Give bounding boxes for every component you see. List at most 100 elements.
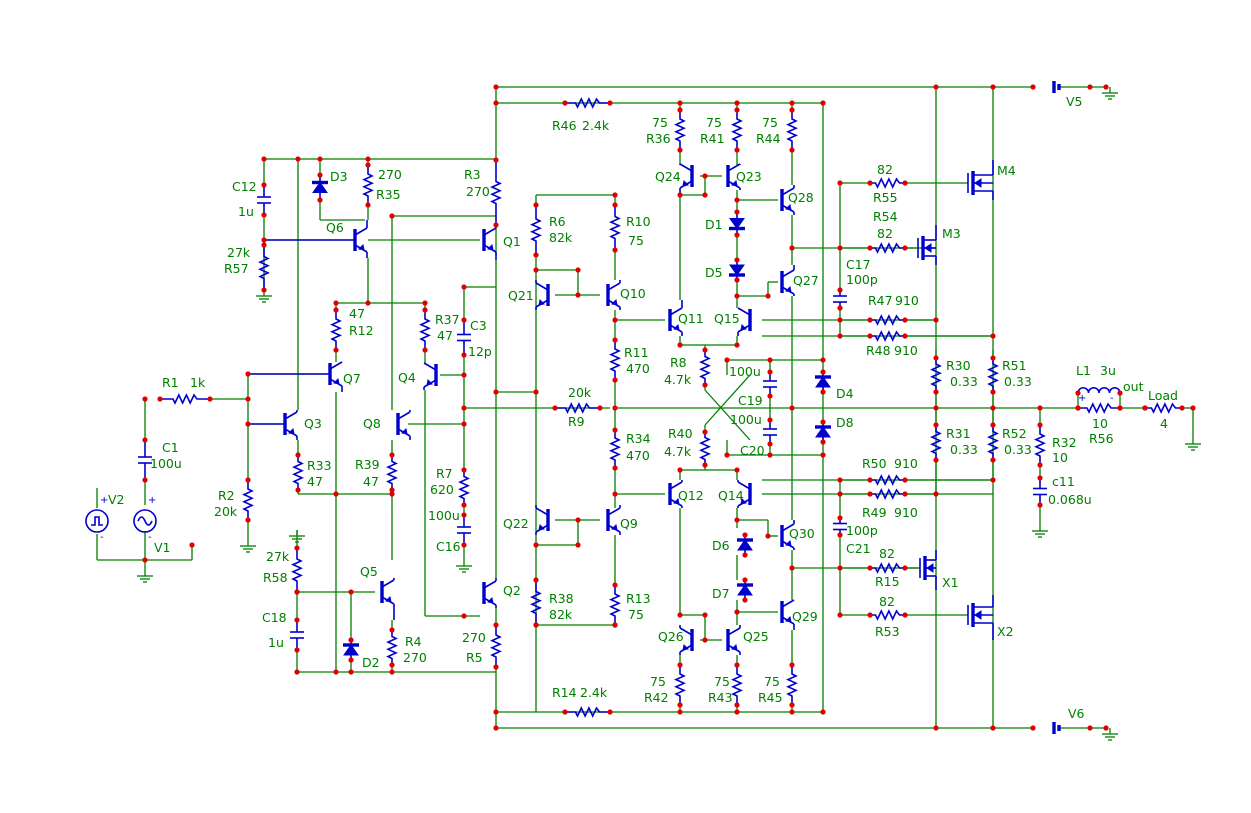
label-r39-value: 47 bbox=[363, 474, 379, 489]
transistor-q7 bbox=[248, 361, 343, 392]
junction-dot bbox=[612, 465, 618, 471]
junction-dot bbox=[333, 491, 339, 497]
label-r51-name: R51 bbox=[1002, 358, 1027, 373]
label-r35-name: R35 bbox=[376, 187, 401, 202]
label-r11-value: 470 bbox=[626, 361, 650, 376]
label-d1: D1 bbox=[705, 217, 723, 232]
junction-dot bbox=[702, 462, 708, 468]
junction-dot bbox=[317, 197, 323, 203]
label-c21-value: 100p bbox=[846, 523, 878, 538]
wires bbox=[96, 86, 1194, 729]
label-r7-name: R7 bbox=[436, 466, 453, 481]
junction-dot bbox=[765, 533, 771, 539]
label-r45-value: 75 bbox=[764, 674, 780, 689]
transistor-q23 bbox=[726, 163, 741, 190]
junction-dot bbox=[820, 452, 826, 458]
junction-dot bbox=[677, 107, 683, 113]
label-r54-name: R54 bbox=[873, 209, 898, 224]
capacitor-c21 bbox=[833, 518, 847, 535]
label-m4: M4 bbox=[997, 163, 1016, 178]
junction-dot bbox=[1037, 405, 1043, 411]
label-r1-name: R1 bbox=[162, 375, 179, 390]
junction-dot bbox=[294, 545, 300, 551]
label-c11-value: 0.068u bbox=[1048, 492, 1092, 507]
transistor-q30 bbox=[780, 520, 795, 550]
junction-dot bbox=[461, 467, 467, 473]
junction-dot bbox=[837, 245, 843, 251]
junction-dot bbox=[734, 100, 740, 106]
transistor-q5 bbox=[380, 578, 395, 620]
transistor-q27 bbox=[780, 265, 795, 296]
label-r30-name: R30 bbox=[946, 358, 971, 373]
junction-dot bbox=[295, 156, 301, 162]
resistor-r48 bbox=[870, 330, 905, 342]
ground-symbol bbox=[1102, 728, 1118, 741]
label-r50-name: R50 bbox=[862, 456, 887, 471]
label-x1: X1 bbox=[942, 575, 959, 590]
mosfet-m3 bbox=[917, 225, 937, 265]
transistor-q15 bbox=[737, 307, 752, 336]
junction-dot bbox=[933, 355, 939, 361]
ground-symbol bbox=[289, 530, 305, 543]
label-r43-name: R43 bbox=[708, 690, 733, 705]
resistor-r40 bbox=[699, 432, 711, 465]
junction-dot bbox=[493, 100, 499, 106]
capacitor-c12 bbox=[257, 185, 271, 215]
label-r34-name: R34 bbox=[626, 431, 651, 446]
resistor-r46 bbox=[565, 97, 610, 109]
label-c19-value: 100u bbox=[729, 364, 761, 379]
junction-dot bbox=[575, 267, 581, 273]
label-r4-value: 270 bbox=[403, 650, 427, 665]
junction-dot bbox=[612, 337, 618, 343]
junction-dot bbox=[677, 662, 683, 668]
resistor-r9 bbox=[555, 402, 600, 414]
label-r1-value: 1k bbox=[190, 375, 206, 390]
capacitor-c19 bbox=[763, 372, 777, 396]
junction-dot bbox=[493, 664, 499, 670]
label-r58-name: R58 bbox=[263, 570, 288, 585]
junction-dot bbox=[734, 293, 740, 299]
junction-dot bbox=[837, 565, 843, 571]
junction-dot bbox=[348, 589, 354, 595]
junction-dot bbox=[734, 342, 740, 348]
junction-dot bbox=[702, 173, 708, 179]
label-x2: X2 bbox=[997, 624, 1014, 639]
label-q23: Q23 bbox=[736, 169, 762, 184]
junction-dot bbox=[142, 437, 148, 443]
label-l1-value: 3u bbox=[1100, 363, 1116, 378]
junction-dot bbox=[702, 612, 708, 618]
junction-dot bbox=[333, 307, 339, 313]
label-r56-value: 10 bbox=[1092, 416, 1108, 431]
junction-dot bbox=[837, 532, 843, 538]
junction-dot bbox=[389, 669, 395, 675]
transistor-q28 bbox=[780, 185, 795, 215]
junction-dot bbox=[261, 212, 267, 218]
junction-dot bbox=[389, 213, 395, 219]
junction-dot bbox=[789, 245, 795, 251]
junction-dot bbox=[837, 491, 843, 497]
label-r33-name: R33 bbox=[307, 458, 332, 473]
junction-dot bbox=[1103, 84, 1109, 90]
junction-dot bbox=[767, 357, 773, 363]
junction-dot bbox=[607, 709, 613, 715]
resistor-r34 bbox=[609, 430, 621, 468]
resistor-r39 bbox=[386, 455, 398, 490]
label-r11-name: R11 bbox=[624, 345, 649, 360]
junction-dot bbox=[837, 333, 843, 339]
junction-dot bbox=[820, 439, 826, 445]
label-r54-value: 82 bbox=[877, 226, 893, 241]
label-r3-value: 270 bbox=[466, 184, 490, 199]
junction-dot bbox=[990, 84, 996, 90]
junction-dot bbox=[612, 405, 618, 411]
junction-dot bbox=[612, 427, 618, 433]
junction-dot bbox=[789, 662, 795, 668]
junction-dot bbox=[612, 491, 618, 497]
wire bbox=[704, 374, 751, 426]
label-q11: Q11 bbox=[678, 311, 704, 326]
junction-dot bbox=[789, 405, 795, 411]
junction-dot bbox=[820, 100, 826, 106]
label-l1-name: L1 bbox=[1076, 363, 1091, 378]
label-r13-value: 75 bbox=[628, 607, 644, 622]
junction-dot bbox=[990, 422, 996, 428]
transistor-q29 bbox=[780, 599, 795, 630]
